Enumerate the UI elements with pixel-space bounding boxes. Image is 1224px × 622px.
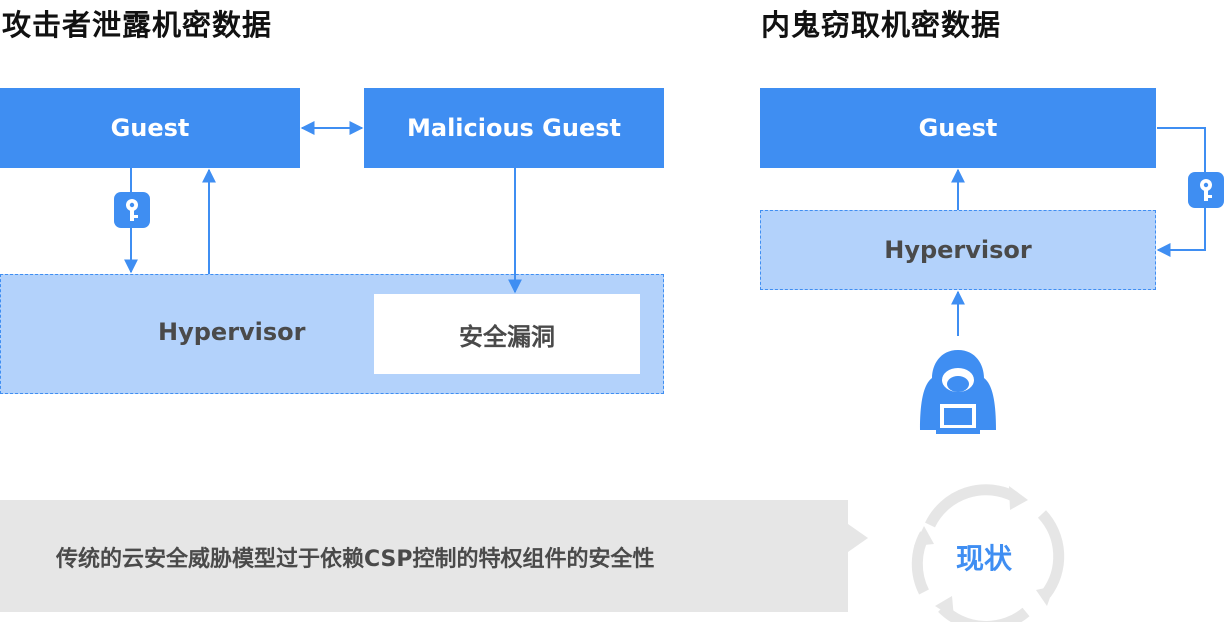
status-label: 现状 [956, 542, 1013, 575]
left-guest-label: Guest [110, 114, 190, 142]
hacker-icon [920, 350, 996, 434]
banner-background [0, 500, 868, 612]
banner-text: 传统的云安全威胁模型过于依赖CSP控制的特权组件的安全性 [56, 547, 655, 572]
malicious-guest-label: Malicious Guest [406, 114, 622, 142]
vulnerability-label: 安全漏洞 [459, 322, 555, 351]
key-icon [114, 192, 150, 228]
right-panel-title: 内鬼窃取机密数据 [761, 8, 1002, 42]
right-hypervisor-label: Hypervisor [884, 236, 1032, 264]
cycle-arrowheads [914, 486, 1054, 618]
vulnerability-box: 安全漏洞 [374, 294, 640, 374]
malicious-guest-box: Malicious Guest [364, 88, 664, 168]
key-icon [1188, 172, 1224, 208]
left-panel-title: 攻击者泄露机密数据 [2, 8, 273, 42]
right-guest-label: Guest [918, 114, 998, 142]
left-guest-box: Guest [0, 88, 300, 168]
left-hypervisor-label: Hypervisor [158, 318, 306, 346]
right-hypervisor-box: Hypervisor [760, 210, 1156, 290]
right-guest-box: Guest [760, 88, 1156, 168]
